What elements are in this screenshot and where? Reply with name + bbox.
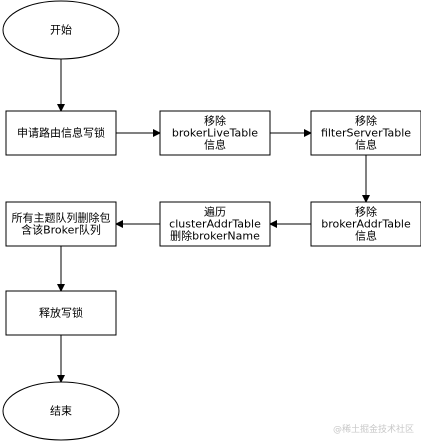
flow-node-start: 开始 [2,0,120,60]
traverse-cluster-label-line: clusterAddrTable [169,218,261,231]
remove-live-label-line: 信息 [204,138,226,152]
end-label-line: 结束 [50,405,72,418]
delete-queues-label-line: 含该Broker队列 [21,223,101,237]
remove-addr-label-line: 移除 [355,205,377,219]
flow-node-end: 结束 [2,381,120,441]
remove-addr-label-line: brokerAddrTable [321,218,411,231]
delete-queues-label-line: 所有主题队列删除包 [12,211,111,225]
end-ellipse-shape [2,381,120,441]
flow-node-lock: 申请路由信息写锁 [5,110,117,156]
traverse-cluster-label-line: 删除brokerName [170,229,260,243]
flow-arrows [57,59,370,383]
remove-live-box-shape [159,110,271,156]
lock-label-line: 申请路由信息写锁 [17,126,105,140]
start-ellipse-shape [2,0,120,60]
remove-filter-label-line: 移除 [355,114,377,128]
watermark-text: @稀土掘金技术社区 [333,423,414,435]
traverse-cluster-label-line: 遍历 [204,206,226,219]
remove-addr-label-line: 信息 [355,229,377,243]
unlock-label-line: 释放写锁 [39,306,83,320]
remove-filter-label-line: 信息 [355,138,377,152]
unlock-box-shape [5,290,117,336]
remove-filter-box-shape [310,110,421,156]
remove-live-label-line: 移除 [204,114,226,128]
remove-addr-box-shape [310,201,421,247]
remove-live-label-line: brokerLiveTable [172,127,258,140]
lock-box-shape [5,110,117,156]
flow-node-unlock: 释放写锁 [5,290,117,336]
remove-filter-label-line: filterServerTable [321,127,411,140]
traverse-cluster-box-shape [159,201,271,247]
start-label-line: 开始 [50,23,72,37]
delete-queues-box-shape [5,201,117,247]
